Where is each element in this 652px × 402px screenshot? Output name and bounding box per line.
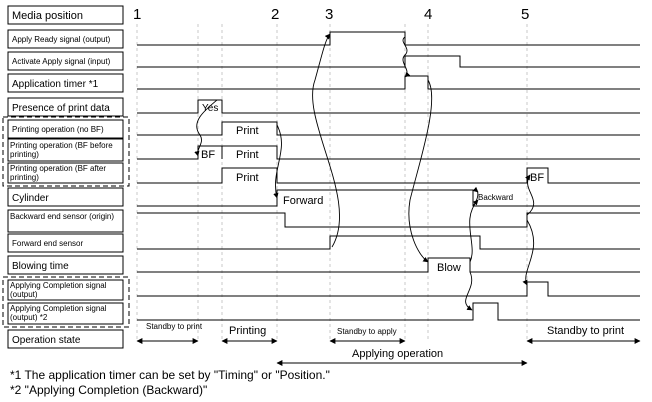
wave-printing-bf-after	[137, 167, 640, 184]
row-label-cylinder: Cylinder	[12, 193, 49, 204]
pulse-label-bf: BF	[201, 149, 215, 161]
step-number: 2	[271, 6, 279, 23]
state-standby-to-print-2: Standby to print	[547, 325, 624, 337]
step-numbers: 1 2 3 4 5	[133, 6, 529, 23]
pulse-label-blow: Blow	[437, 262, 461, 274]
wave-activate-apply	[137, 55, 640, 68]
pulse-label-print: Print	[236, 125, 259, 137]
state-printing: Printing	[229, 325, 266, 337]
row-label-apply-ready: Apply Ready signal (output)	[12, 35, 111, 44]
step-number: 4	[424, 6, 432, 23]
row-label-media-position: Media position	[12, 10, 83, 22]
row-label-operation-state: Operation state	[12, 335, 81, 346]
pulse-label-print: Print	[236, 149, 259, 161]
wave-forward-end-sensor	[137, 235, 640, 250]
wave-applying-completion	[137, 281, 640, 297]
step-number: 5	[521, 6, 529, 23]
state-applying-operation: Applying operation	[352, 348, 443, 360]
row-label-backward-end-sensor: Backward end sensor (origin)	[10, 212, 115, 221]
row-labels: Media position Apply Ready signal (outpu…	[2, 5, 130, 349]
pulse-label-yes: Yes	[202, 103, 218, 114]
wave-applying-completion-2	[137, 302, 640, 321]
step-number: 1	[133, 6, 141, 23]
wave-cylinder	[137, 189, 640, 207]
row-label-blowing-time: Blowing time	[12, 261, 69, 272]
row-label-printing-bf-after: Printing operation (BF after printing)	[10, 164, 107, 182]
row-label-print-data: Presence of print data	[12, 103, 110, 114]
pulse-label-bf: BF	[530, 172, 544, 184]
state-standby-to-print: Standby to print	[146, 322, 203, 331]
row-label-application-timer: Application timer *1	[12, 79, 99, 90]
row-label-forward-end-sensor: Forward end sensor	[12, 239, 83, 248]
wave-backward-end-sensor	[137, 212, 640, 228]
row-label-activate-apply: Activate Apply signal (input)	[12, 57, 111, 66]
footnote-1: *1 The application timer can be set by "…	[10, 368, 330, 382]
wave-apply-ready	[137, 31, 640, 46]
step-number: 3	[325, 6, 333, 23]
pulse-label-forward: Forward	[283, 195, 323, 207]
pulse-label-backward: Backward	[478, 193, 513, 202]
footnote-2: *2 "Applying Completion (Backward)"	[10, 383, 208, 397]
row-label-printing-no-bf: Printing operation (no BF)	[12, 125, 104, 134]
causality-arrows	[194, 33, 535, 311]
waveforms	[137, 31, 640, 321]
pulse-label-print: Print	[236, 172, 259, 184]
wave-blowing-time	[137, 257, 640, 273]
wave-printing-no-bf	[137, 121, 640, 136]
pulse-labels: Yes Print BF Print Print BF Forward Back…	[201, 103, 544, 274]
row-label-printing-bf-before: Printing operation (BF before printing)	[10, 141, 113, 159]
wave-print-data	[137, 99, 640, 114]
state-standby-to-apply: Standby to apply	[337, 327, 397, 336]
wave-application-timer	[137, 75, 640, 90]
wave-printing-bf-before	[137, 145, 640, 160]
row-label-applying-completion: Applying Completion signal (output)	[10, 281, 107, 299]
row-label-applying-completion-2: Applying Completion signal (output) *2	[10, 304, 107, 322]
operation-state: Standby to print Printing Standby to app…	[136, 322, 641, 366]
